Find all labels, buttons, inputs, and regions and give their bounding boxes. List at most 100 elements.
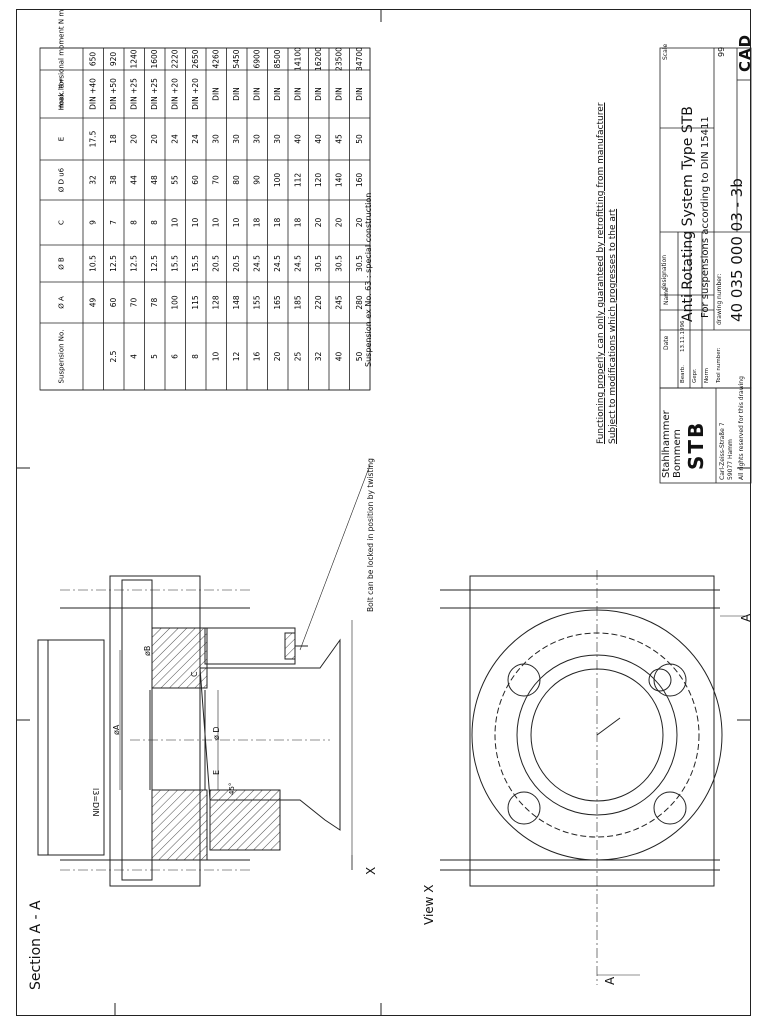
table-cell: 30 bbox=[273, 134, 282, 144]
table-cell: 12.5 bbox=[109, 255, 118, 272]
designation-title: Anti Rotating System Type STB bbox=[680, 106, 696, 322]
table-cell: 5450 bbox=[232, 49, 241, 68]
table-header-5: E bbox=[58, 137, 66, 141]
address-1: Carl-Zeiss-Straße 7 bbox=[719, 422, 726, 480]
table-cell: 1600 bbox=[150, 49, 159, 68]
table-cell: 14100 bbox=[293, 47, 302, 71]
table-cell: 45 bbox=[334, 134, 343, 144]
designation-label: designation bbox=[661, 254, 668, 290]
table-cell: 16200 bbox=[314, 47, 323, 71]
table-cell: DIN +20 bbox=[191, 78, 200, 110]
table-cell: 2220 bbox=[170, 49, 179, 68]
table-cell: 44 bbox=[129, 175, 138, 185]
dim-phi-b: øB bbox=[143, 645, 152, 656]
table-cell: 10.5 bbox=[88, 255, 97, 272]
table-cell: DIN bbox=[293, 87, 302, 101]
table-header-3: C bbox=[58, 220, 66, 225]
table-cell: DIN bbox=[273, 87, 282, 101]
gepr-label: Gepr. bbox=[692, 368, 698, 383]
table-cell: DIN +25 bbox=[129, 78, 138, 110]
table-cell: 160 bbox=[355, 173, 364, 188]
table-cell: 78 bbox=[150, 298, 159, 308]
table-cell: 55 bbox=[170, 175, 179, 185]
table-cell: 2650 bbox=[191, 49, 200, 68]
company-logo: STB bbox=[684, 420, 708, 470]
table-cell: 148 bbox=[232, 295, 241, 310]
table-cell: 30 bbox=[232, 134, 241, 144]
table-cell: 155 bbox=[252, 295, 261, 310]
norm-label: Norm bbox=[704, 367, 710, 383]
table-cell: 38 bbox=[109, 175, 118, 185]
table-cell: 20 bbox=[129, 134, 138, 144]
table-cell: 34700 bbox=[355, 47, 364, 71]
table-cell: 30 bbox=[252, 134, 261, 144]
table-cell: 32 bbox=[88, 175, 97, 185]
sheet-marks bbox=[16, 9, 751, 1016]
dim-e: E bbox=[212, 769, 221, 775]
functioning-note: Functioning properly can only guaranteed… bbox=[596, 102, 606, 444]
table-cell: 220 bbox=[314, 295, 323, 310]
table-cell: 18 bbox=[109, 134, 118, 144]
title-block-grid bbox=[659, 47, 752, 484]
table-cell: 5 bbox=[150, 354, 159, 359]
address-2: 59077 Hamm bbox=[727, 439, 734, 480]
table-header-4: Ø D u6 bbox=[58, 167, 66, 192]
table-cell: 9 bbox=[88, 220, 97, 225]
table-cell: 10 bbox=[170, 218, 179, 228]
table-cell: 18 bbox=[252, 218, 261, 228]
table-cell: 20.5 bbox=[232, 255, 241, 272]
table-cell: 120 bbox=[314, 173, 323, 188]
table-cell: 18 bbox=[273, 218, 282, 228]
table-header-1: Ø A bbox=[58, 296, 66, 309]
dim-phi-d: ø D bbox=[212, 726, 221, 740]
table-cell: 8 bbox=[129, 220, 138, 225]
table-cell: 8 bbox=[191, 354, 200, 359]
table-cell: 20 bbox=[314, 218, 323, 228]
table-cell: 20 bbox=[355, 218, 364, 228]
table-cell: 8500 bbox=[273, 49, 282, 68]
table-cell: 2.5 bbox=[109, 350, 118, 362]
table-cell: 30.5 bbox=[355, 255, 364, 272]
table-cell: DIN bbox=[211, 87, 220, 101]
table-header-0: Suspension No. bbox=[58, 330, 66, 384]
table-cell: 15.5 bbox=[191, 255, 200, 272]
data-table-grid bbox=[39, 47, 371, 391]
table-cell: 12 bbox=[232, 352, 241, 362]
table-cell: DIN bbox=[314, 87, 323, 101]
table-cell: 10 bbox=[211, 352, 220, 362]
table-header-6: Hook l4= bbox=[58, 78, 66, 111]
drawing-number: 40 035 000 03 - 3b bbox=[728, 178, 746, 322]
table-cell: 40 bbox=[334, 352, 343, 362]
table-cell: 650 bbox=[88, 52, 97, 67]
table-cell: 20 bbox=[334, 218, 343, 228]
table-cell: 6 bbox=[170, 354, 179, 359]
table-cell: 20 bbox=[150, 134, 159, 144]
dim-l3: l3=DIN bbox=[91, 788, 100, 817]
company-name-1: Stahlhammer bbox=[661, 410, 672, 478]
table-cell: 23500 bbox=[334, 47, 343, 71]
mark-a-bottom: A bbox=[603, 976, 617, 985]
table-cell: DIN +40 bbox=[88, 78, 97, 110]
table-cell: 24 bbox=[170, 134, 179, 144]
dim-phi-a: øA bbox=[112, 724, 121, 735]
table-cell: 7 bbox=[109, 220, 118, 225]
table-cell: 245 bbox=[334, 295, 343, 310]
drawing-number-label: drawing number: bbox=[716, 273, 723, 325]
table-cell: 100 bbox=[170, 295, 179, 310]
table-cell: 4260 bbox=[211, 49, 220, 68]
table-cell: 30.5 bbox=[334, 255, 343, 272]
view-x-label: View X bbox=[422, 884, 436, 925]
company-name-2: Bommern bbox=[672, 429, 683, 478]
view-x-flange bbox=[440, 570, 745, 985]
modifications-note: Subject to modifications which progresse… bbox=[608, 208, 618, 444]
table-cell: 185 bbox=[293, 295, 302, 310]
mark-a-right: A bbox=[739, 613, 753, 622]
section-view bbox=[37, 464, 371, 887]
table-cell: 16 bbox=[252, 352, 261, 362]
bearb-label: Bearb. bbox=[680, 364, 686, 383]
table-cell: DIN bbox=[232, 87, 241, 101]
cad-label: CAD bbox=[736, 33, 754, 72]
table-cell: 165 bbox=[273, 295, 282, 310]
table-cell: 70 bbox=[129, 298, 138, 308]
